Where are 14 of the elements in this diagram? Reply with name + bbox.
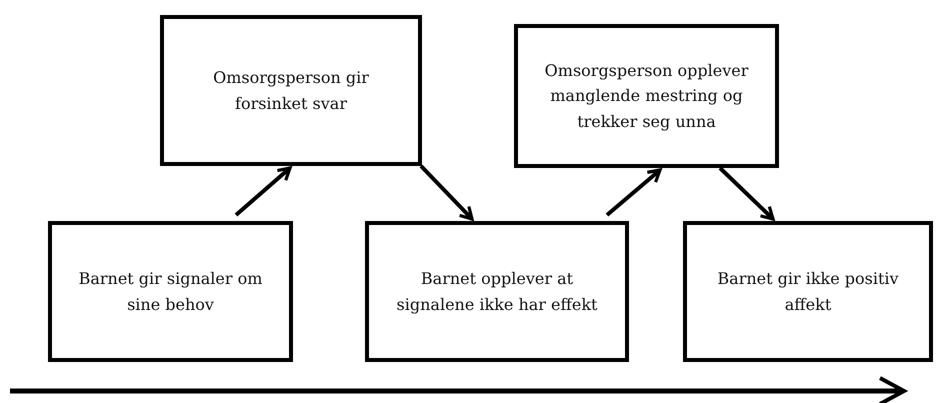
box-label: Barnet opplever at signalene ikke har effekt (396, 268, 598, 316)
arrow (606, 168, 662, 217)
box-label: Omsorgsperson gir forsinket svar (212, 66, 370, 114)
box-label: Omsorgsperson opplever manglende mestring og trekker seg unna (544, 60, 750, 133)
process-box (48, 221, 293, 362)
arrow (420, 164, 474, 221)
process-box (160, 15, 422, 166)
process-box (514, 24, 779, 168)
arrow (718, 166, 775, 221)
arrow (234, 166, 292, 216)
box-label: Barnet gir signaler om sine behov (78, 268, 264, 316)
process-box (365, 221, 629, 362)
box-label: Barnet gir ikke positiv affekt (716, 268, 900, 316)
process-box (683, 221, 933, 362)
